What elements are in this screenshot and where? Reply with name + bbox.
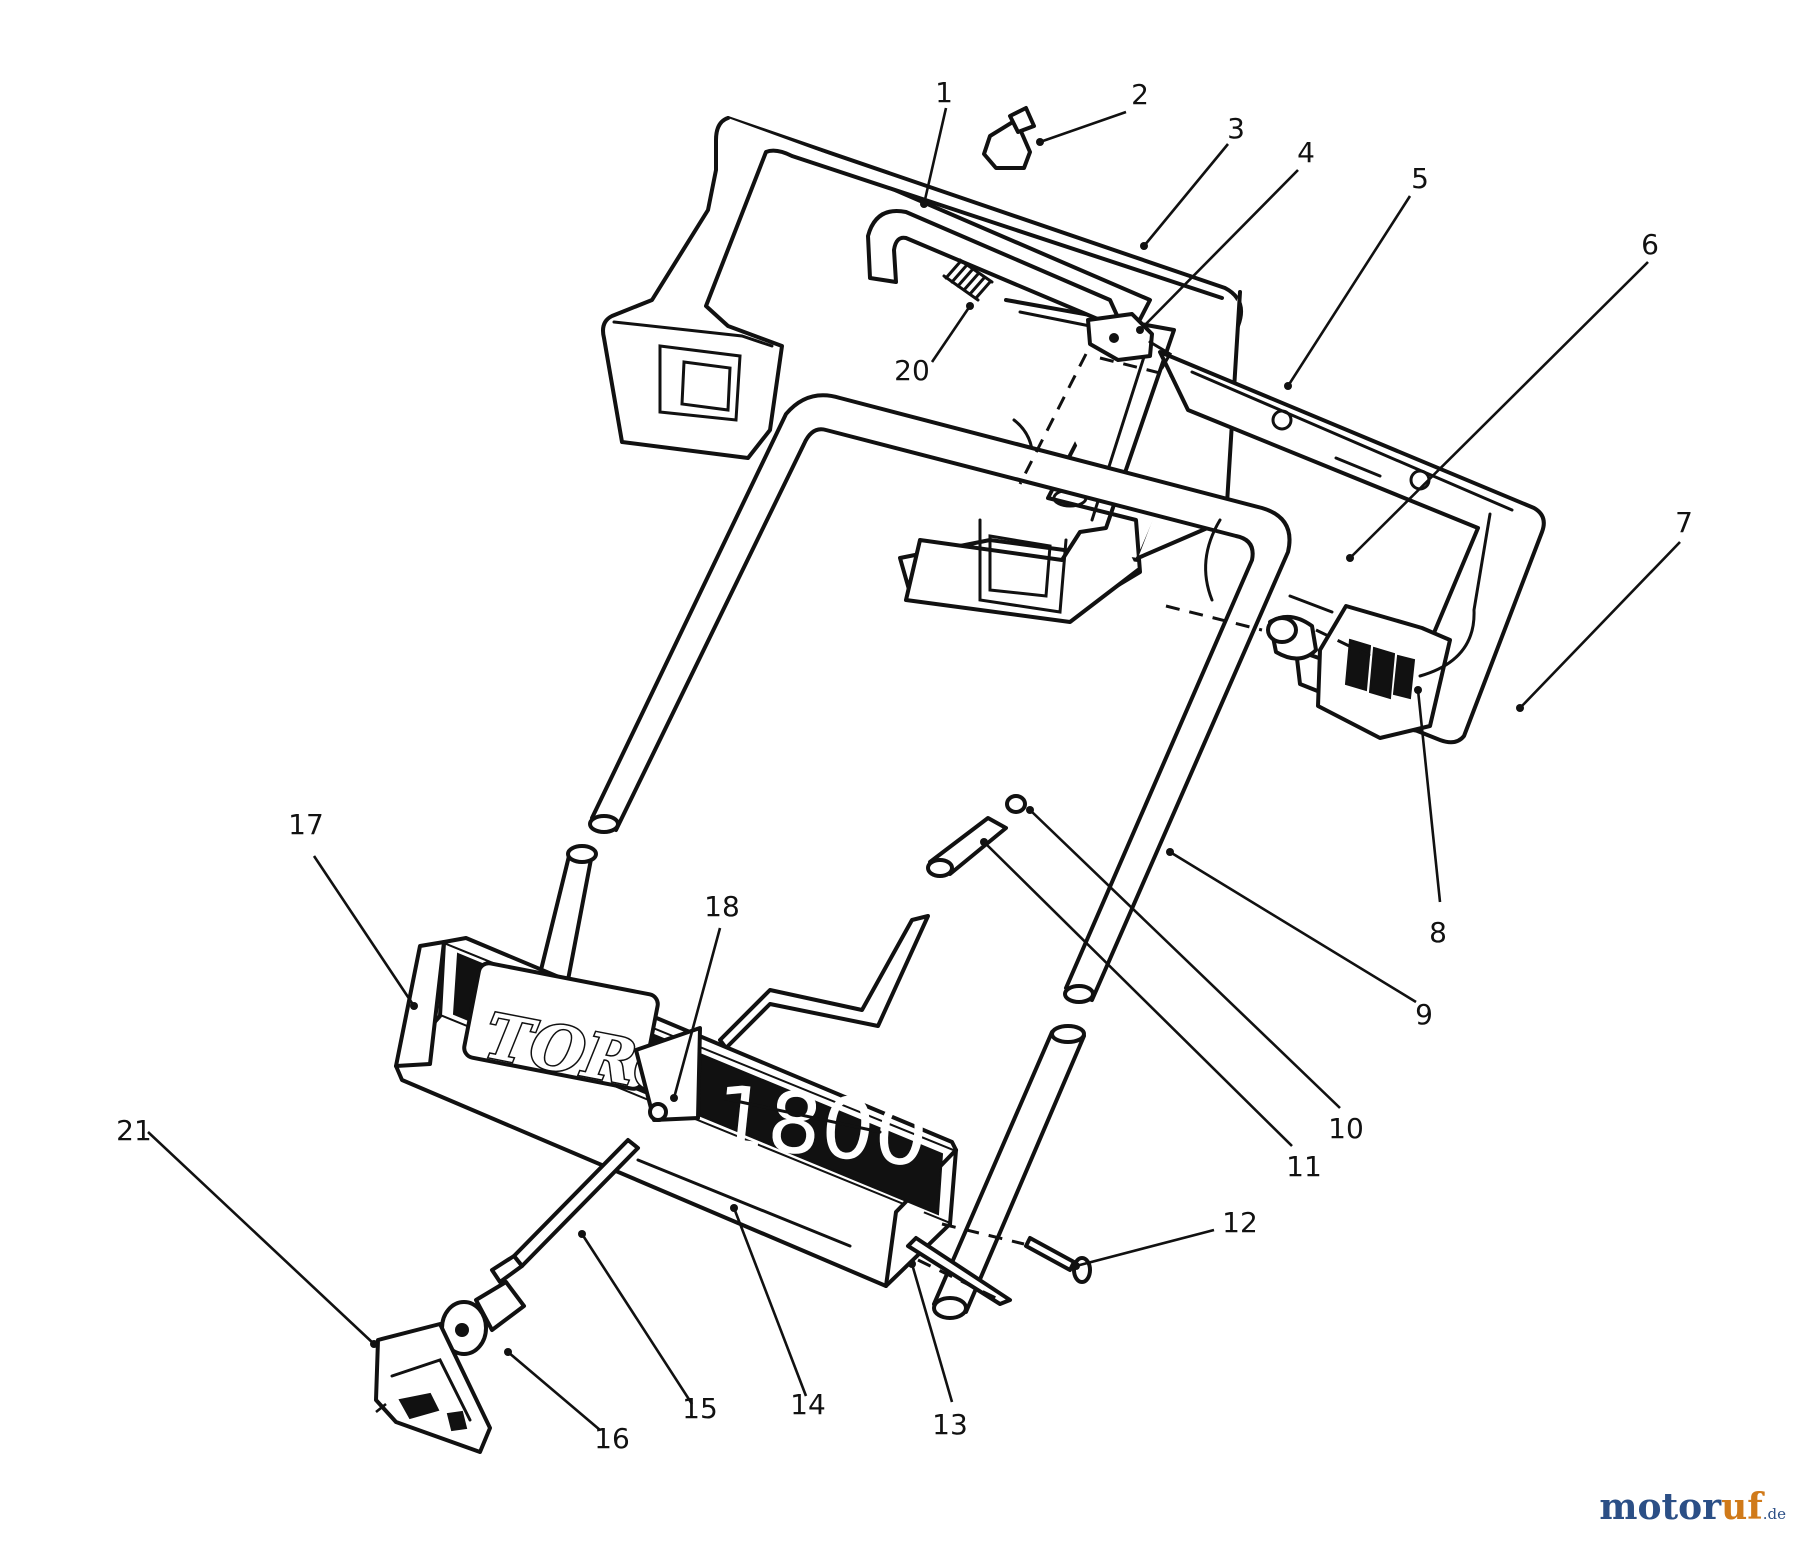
- mounting-bracket: [374, 1322, 492, 1454]
- clevis-pin: [1024, 1236, 1092, 1284]
- callout-4: 4: [1297, 136, 1315, 169]
- watermark-tld: .de: [1762, 1505, 1786, 1523]
- callout-14: 14: [790, 1388, 826, 1421]
- callout-16: 16: [594, 1422, 630, 1455]
- callout-10: 10: [1328, 1112, 1364, 1145]
- callout-5: 5: [1411, 162, 1429, 195]
- cable: [490, 1138, 640, 1284]
- tube-cap: [1005, 794, 1027, 814]
- callout-13: 13: [932, 1408, 968, 1441]
- callout-7: 7: [1675, 506, 1693, 539]
- watermark-logo: motoruf.de: [1599, 1486, 1786, 1528]
- spacer-tube: [926, 816, 1008, 878]
- callout-17: 17: [288, 808, 324, 841]
- callout-11: 11: [1286, 1150, 1322, 1183]
- callout-20: 20: [894, 354, 930, 387]
- callout-18: 18: [704, 890, 740, 923]
- callout-15: 15: [682, 1392, 718, 1425]
- gear-knob: [440, 1280, 526, 1356]
- main-u-handle: [588, 393, 1292, 1004]
- watermark-part2: uf: [1721, 1486, 1763, 1528]
- lower-left-tube: [538, 844, 598, 982]
- model-number-text: 1800: [710, 1066, 933, 1186]
- callout-12: 12: [1222, 1206, 1258, 1239]
- spring: [942, 258, 994, 302]
- knob: [982, 106, 1036, 170]
- switch-assembly: [1266, 512, 1492, 740]
- callout-9: 9: [1415, 998, 1433, 1031]
- leader-lines: [147, 107, 1681, 1431]
- lower-handle-housing: TORO 1800: [394, 936, 958, 1288]
- callout-8: 8: [1429, 916, 1447, 949]
- assembly-lines: [917, 353, 1371, 1302]
- callout-6: 6: [1641, 228, 1659, 261]
- shift-rod: [718, 914, 930, 1050]
- rod-bracket: [1086, 312, 1173, 370]
- callout-1: 1: [935, 76, 953, 109]
- callout-3: 3: [1227, 112, 1245, 145]
- lower-right-tube: [932, 1024, 1086, 1320]
- watermark-part1: motor: [1599, 1486, 1722, 1528]
- callout-labels: 1 2 3 4 5 6 7 8 9 10 11 12 13 14 15 16 1…: [116, 76, 1693, 1455]
- callout-21: 21: [116, 1114, 152, 1147]
- callout-2: 2: [1131, 78, 1149, 111]
